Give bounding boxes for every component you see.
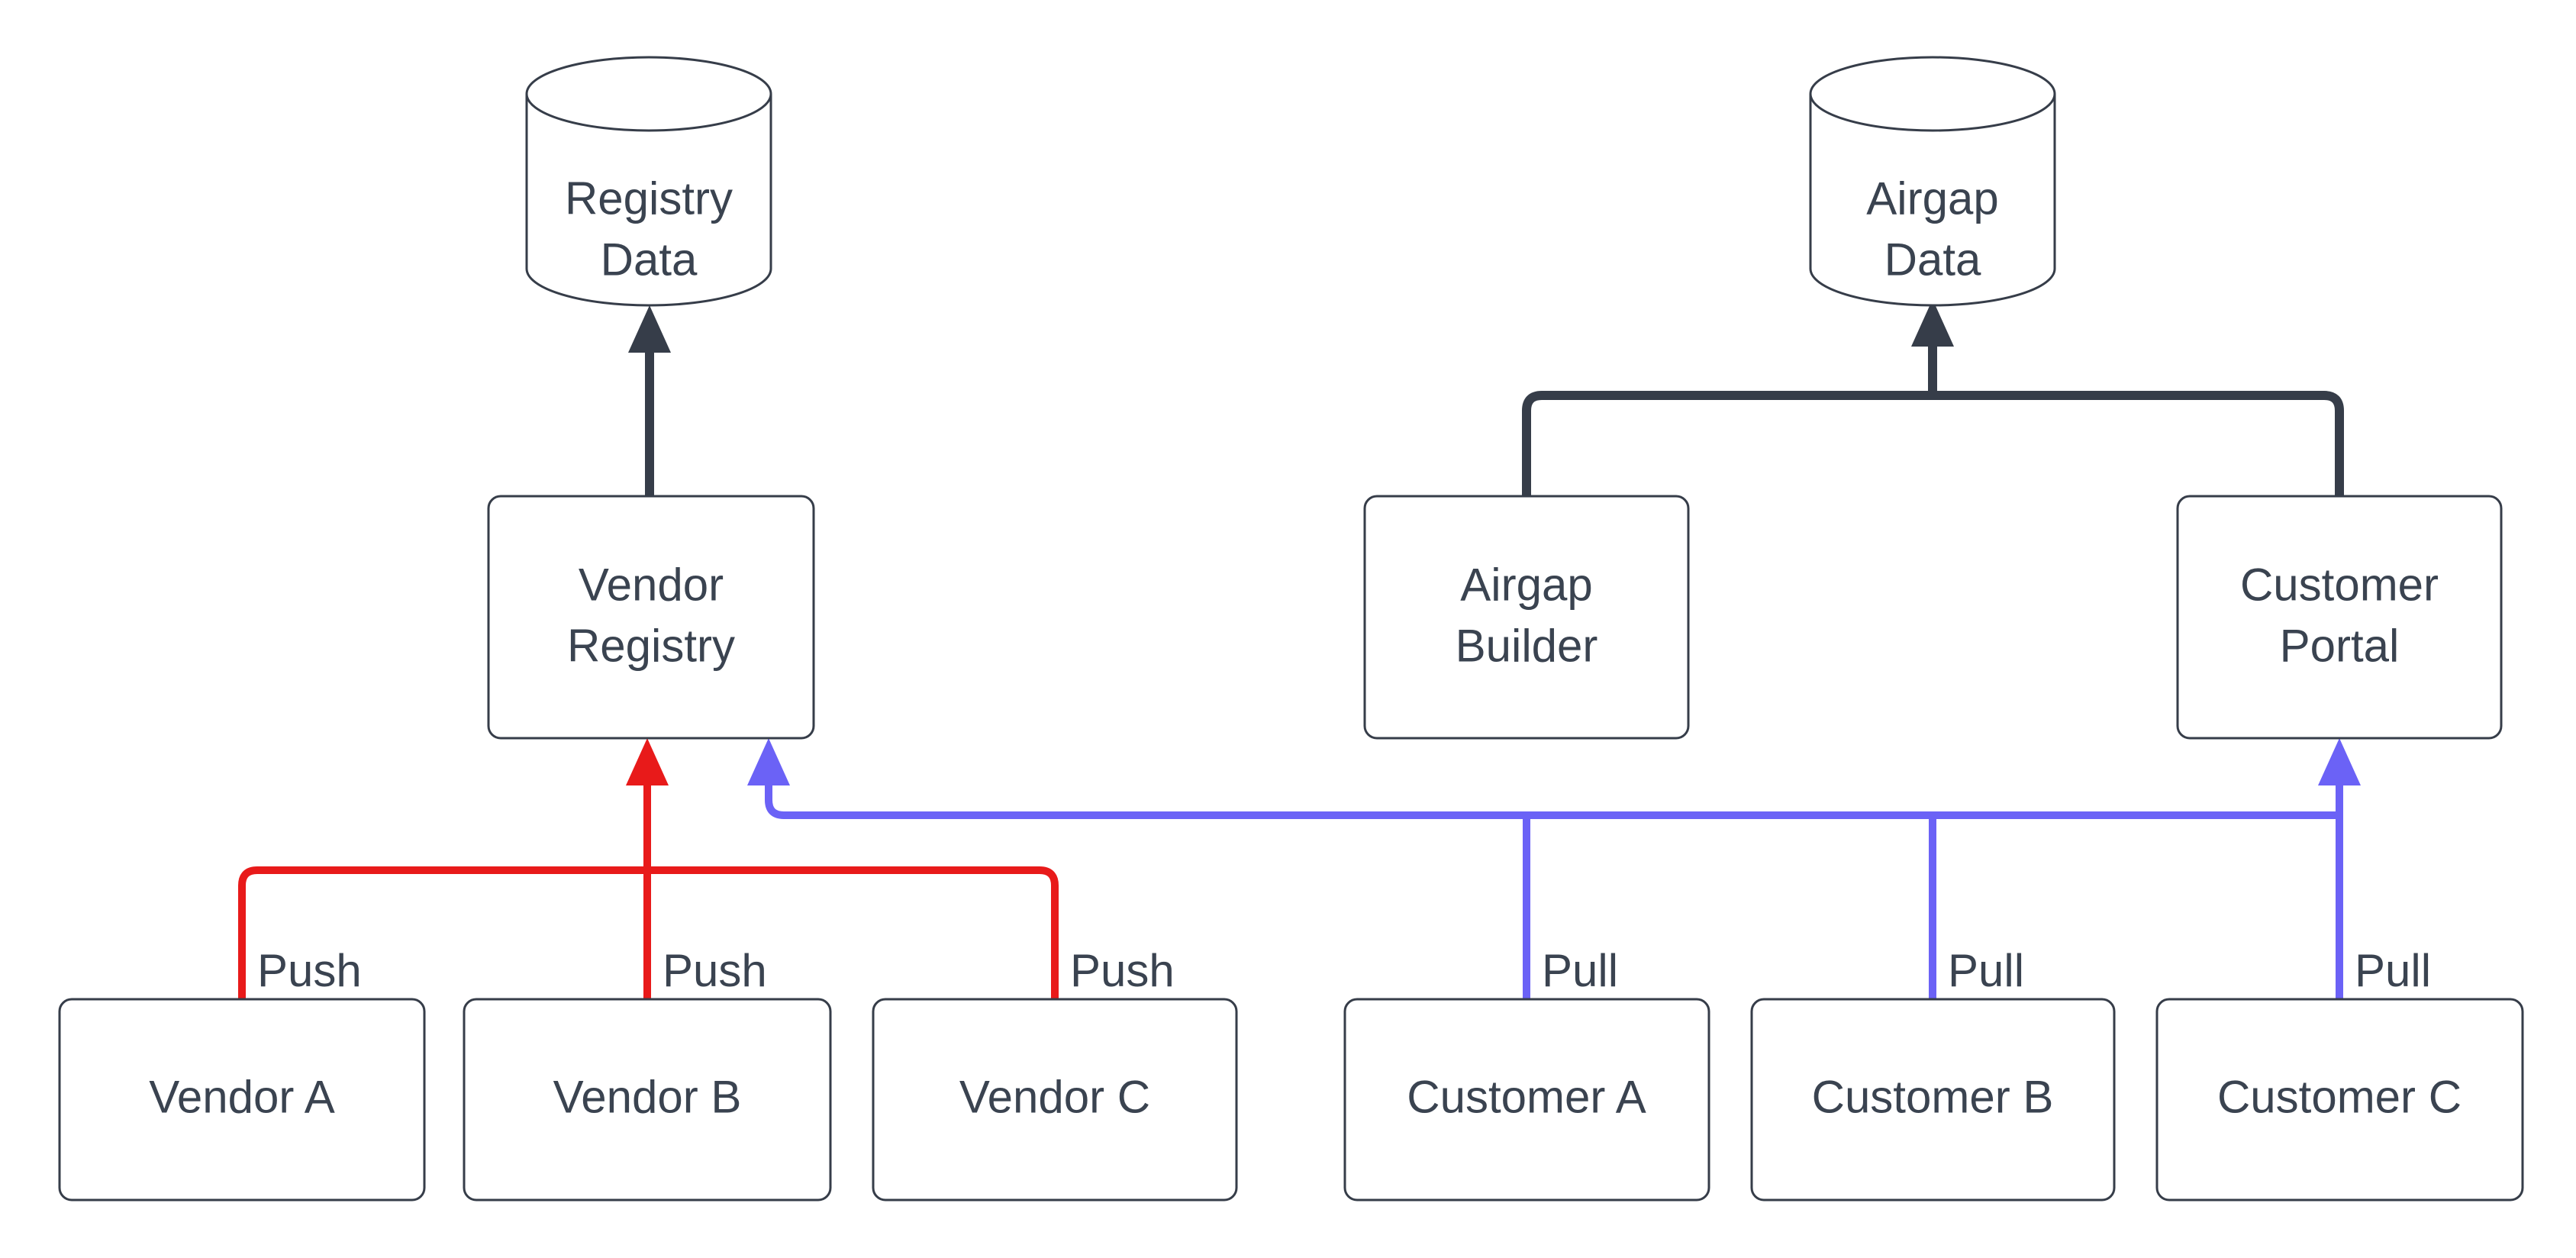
customer-c-label: Customer C (2217, 1072, 2462, 1123)
box (2176, 495, 2503, 740)
vendor-registry-label-line1: Vendor (579, 560, 724, 611)
node-customer-b: Customer B (1750, 998, 2116, 1202)
vendor-registry-label-line2: Registry (567, 621, 735, 672)
vendor-a-label: Vendor A (149, 1072, 335, 1123)
node-registry-data: Registry Data (525, 56, 772, 307)
customer-portal-label-line1: Customer (2240, 560, 2439, 611)
customer-portal-label-line2: Portal (2280, 621, 2400, 672)
node-vendor-registry: Vendor Registry (487, 495, 815, 740)
arrowhead-up-icon (626, 738, 669, 785)
node-vendor-a: Vendor A (58, 998, 426, 1202)
arrowhead-up-icon (1911, 299, 1954, 347)
customer-b-label: Customer B (1812, 1072, 2054, 1123)
pull-label-customer-b: Pull (1948, 945, 2024, 996)
node-vendor-c: Vendor C (872, 998, 1238, 1202)
node-customer-a: Customer A (1343, 998, 1710, 1202)
edge-builder-portal-to-airgap-data (1522, 299, 2344, 496)
vendor-b-label: Vendor B (553, 1072, 742, 1123)
airgap-data-label-line2: Data (1884, 234, 1981, 285)
push-label-vendor-a: Push (257, 945, 362, 996)
push-label-vendor-b: Push (663, 945, 767, 996)
push-label-vendor-c: Push (1070, 945, 1175, 996)
pull-label-customer-a: Pull (1542, 945, 1618, 996)
box (872, 998, 1238, 1202)
box (1363, 495, 1690, 740)
vendor-c-label: Vendor C (959, 1072, 1150, 1123)
airgap-builder-label-line1: Airgap (1460, 560, 1592, 611)
arrowhead-up-icon (2318, 738, 2361, 785)
connector-line (1522, 391, 2344, 496)
arrowhead-up-icon (747, 738, 790, 785)
airgap-builder-label-line2: Builder (1456, 621, 1598, 672)
cylinder-top (525, 56, 772, 132)
box (463, 998, 832, 1202)
node-customer-portal: Customer Portal (2176, 495, 2503, 740)
box (58, 998, 426, 1202)
registry-data-label-line1: Registry (565, 173, 733, 224)
edge-pull-manifold (747, 738, 2361, 999)
node-airgap-builder: Airgap Builder (1363, 495, 1690, 740)
node-customer-c: Customer C (2155, 998, 2524, 1202)
edge-vendor-registry-to-registry-data (628, 305, 671, 496)
arrowhead-up-icon (628, 305, 671, 353)
node-vendor-b: Vendor B (463, 998, 832, 1202)
pull-label-customer-c: Pull (2355, 945, 2431, 996)
pull-manifold-line (765, 783, 2339, 819)
box (1750, 998, 2116, 1202)
box (2155, 998, 2524, 1202)
cylinder-body (1809, 94, 2056, 307)
cylinder-top (1809, 56, 2056, 132)
box (487, 495, 815, 740)
airgap-data-label-line1: Airgap (1866, 173, 1998, 224)
box (1343, 998, 1710, 1202)
registry-data-label-line2: Data (601, 234, 698, 285)
cylinder-body (525, 94, 772, 307)
node-airgap-data: Airgap Data (1809, 56, 2056, 307)
edge-push-manifold (238, 738, 1059, 999)
customer-a-label: Customer A (1407, 1072, 1646, 1123)
